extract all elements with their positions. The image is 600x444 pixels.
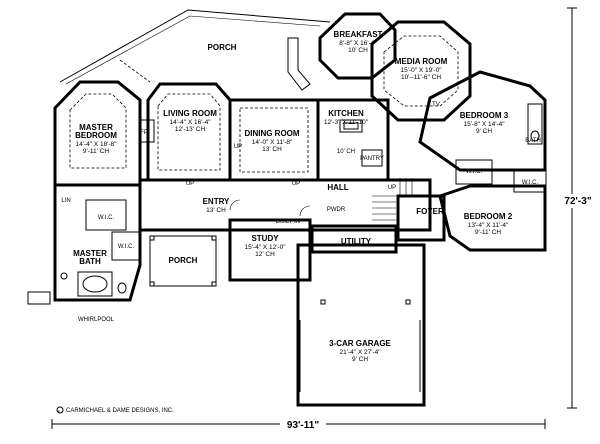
label-living-room: LIVING ROOM [163,109,217,118]
porch-roof-outline [59,9,331,85]
label-dining-size: 14'-0" X 11'-8" [252,139,293,146]
label-bath: BATH [525,138,541,144]
label-bedroom-3-ceiling: 9' CH [476,128,492,135]
label-garage: 3-CAR GARAGE [329,339,391,348]
label-master-bedroom-2: BEDROOM [75,131,117,140]
label-up-2: UP [186,181,194,187]
label-wic-master-1: W.I.C. [98,215,115,221]
label-study-ceiling: 12' CH [255,251,275,258]
label-tv: TV [432,102,440,108]
stairs-foyer [372,178,413,221]
copyright: c CARMICHAEL & DAME DESIGNS, INC. [56,406,174,414]
label-porch-front: PORCH [169,256,198,265]
dimension-width: 93'-11" [51,418,546,431]
exterior-walls [53,12,547,407]
label-garage-ceiling: 9' CH [352,356,368,363]
label-living-ceiling: 12'-13' CH [175,126,206,133]
label-media-ceiling: 10'--11'-6" CH [401,74,441,81]
label-wic-master-2: W.I.C. [118,244,135,250]
label-wic-b3-2: W.I.C. [522,180,539,186]
label-breakfast: BREAKFAST [334,30,383,39]
label-lin: LIN [61,198,70,204]
label-master-bath-2: BATH [79,257,101,266]
label-porch-top: PORCH [208,43,237,52]
label-dining-ceiling: 13' CH [262,146,282,153]
label-breakfast-size: 8'-8" X 16'-4" [339,40,377,47]
dimension-width-label: 93'-11" [287,420,319,431]
label-master-bath-1: MASTER [73,249,107,258]
label-fp: FP [140,130,148,136]
label-up-1: UP [234,144,242,150]
label-breakfast-ceiling: 10' CH [348,47,368,54]
label-kitchen: KITCHEN [328,109,364,118]
label-media-size: 15'-0" X 19'-0" [400,67,442,74]
label-built-in: BUILT-IN [276,219,300,225]
dimension-depth: 72'-3" [558,7,598,409]
label-kitchen-ceiling: 10' CH [337,149,355,155]
dimension-depth-label: 72'-3" [564,196,591,207]
label-foyer: FOYER [416,207,444,216]
label-master-bedroom-ceiling: 9'-11' CH [83,148,110,155]
label-whirlpool: WHIRLPOOL [78,317,115,323]
label-bedroom-2-size: 13'-4" X 11'-4" [468,222,509,229]
label-entry-ceiling: 13' CH [206,207,226,214]
interior-details [27,35,547,392]
label-bedroom-3-size: 15'-8" X 14'-4" [463,121,505,128]
room-labels: PORCH BREAKFAST 8'-8" X 16'-4" 10' CH ME… [61,30,540,363]
label-study-size: 15'-4" X 12'-0" [244,244,286,251]
label-bedroom-2: BEDROOM 2 [464,212,513,221]
label-living-size: 14'-4" X 16'-4" [169,119,211,126]
svg-text:c: c [58,408,60,413]
label-bedroom-2-ceiling: 9'-11' CH [475,229,502,236]
label-hall: HALL [327,183,348,192]
label-media-room: MEDIA ROOM [395,57,448,66]
label-up-3: UP [292,181,300,187]
label-pwdr: PWDR [327,207,346,213]
label-garage-size: 21'-4" X 27'-4" [339,349,381,356]
label-wic-b3-1: W.I.C. [466,169,483,175]
label-entry: ENTRY [203,197,230,206]
label-dining-room: DINING ROOM [244,129,299,138]
label-pantry: PANTRY [360,156,384,162]
label-utility: UTILITY [341,237,372,246]
copyright-text: CARMICHAEL & DAME DESIGNS, INC. [66,408,174,414]
label-master-bedroom-1: MASTER [79,123,113,132]
label-master-bedroom-size: 14'-4" X 18'-8" [75,141,117,148]
label-bedroom-3: BEDROOM 3 [460,111,509,120]
label-up-4: UP [388,185,396,191]
label-kitchen-size: 12'-3" X 11'-10" [324,119,369,126]
label-study: STUDY [251,234,279,243]
